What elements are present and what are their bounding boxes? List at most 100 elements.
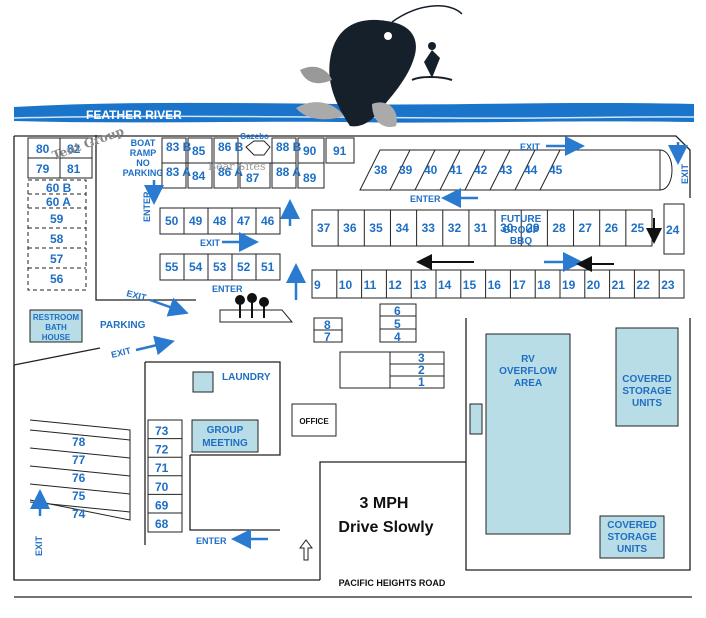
office-box: [291, 403, 337, 437]
site-11: 11: [364, 278, 377, 292]
tree-icons: [219, 293, 294, 323]
svg-text:GROUP: GROUP: [503, 225, 540, 236]
site-44: 44: [524, 163, 538, 177]
site-68: 68: [155, 517, 169, 531]
site-60b: 60 B: [46, 181, 72, 195]
site-47: 47: [237, 214, 251, 228]
bear-sites-label: Bear Sites: [208, 160, 266, 173]
site-5: 5: [394, 317, 401, 331]
site-8: 8: [324, 318, 331, 332]
site-56: 56: [50, 272, 64, 286]
site-85: 85: [192, 144, 206, 158]
site-74: 74: [72, 507, 86, 521]
site-43: 43: [499, 163, 513, 177]
site-33: 33: [422, 221, 436, 235]
site-41: 41: [449, 163, 463, 177]
site-73: 73: [155, 424, 169, 438]
site-38: 38: [374, 163, 388, 177]
site-10: 10: [339, 278, 353, 292]
svg-text:RESTROOM: RESTROOM: [33, 313, 80, 322]
svg-text:RV: RV: [521, 354, 535, 365]
svg-text:UNITS: UNITS: [632, 398, 662, 409]
svg-text:COVERED: COVERED: [622, 374, 671, 385]
roads: [13, 135, 691, 581]
site-42: 42: [474, 163, 488, 177]
site-48: 48: [213, 214, 227, 228]
site-70: 70: [155, 480, 169, 494]
site-50: 50: [165, 214, 179, 228]
site-86b: 86 B: [218, 140, 244, 154]
site-2: 2: [418, 363, 425, 377]
svg-text:GROUP: GROUP: [207, 425, 244, 436]
svg-text:ENTER: ENTER: [212, 284, 243, 294]
site-16: 16: [488, 278, 502, 292]
boat-row-sites: 83 B 86 B 88 B 90 91 83 A 84 86 A 87 88 …: [161, 132, 355, 189]
site-36: 36: [343, 221, 357, 235]
site-76: 76: [72, 471, 86, 485]
site-22: 22: [636, 278, 650, 292]
rv-overflow-box: [485, 333, 571, 535]
svg-text:EXIT: EXIT: [126, 288, 148, 303]
small-stacks: 8 7 6 5 4 3 2 1: [313, 303, 445, 389]
site-7: 7: [324, 330, 331, 344]
svg-text:ENTER: ENTER: [410, 194, 441, 204]
site-91: 91: [333, 144, 347, 158]
svg-text:EXIT: EXIT: [110, 345, 132, 360]
site-29: 29: [526, 221, 540, 235]
svg-text:COVERED: COVERED: [607, 520, 656, 531]
site-86a: 86 A: [218, 165, 243, 179]
office-label: OFFICE: [299, 417, 329, 426]
svg-text:RAMP: RAMP: [130, 148, 157, 158]
svg-text:EXIT: EXIT: [200, 238, 221, 248]
site-78: 78: [72, 435, 86, 449]
site-1: 1: [418, 375, 425, 389]
svg-text:BBQ: BBQ: [510, 236, 532, 247]
site-45: 45: [549, 163, 563, 177]
road-name: PACIFIC HEIGHTS ROAD: [339, 578, 446, 588]
svg-text:EXIT: EXIT: [680, 163, 690, 184]
site-34: 34: [395, 221, 409, 235]
svg-text:AREA: AREA: [514, 378, 542, 389]
site-18: 18: [537, 278, 551, 292]
laundry-label: LAUNDRY: [222, 372, 271, 383]
site-58: 58: [50, 232, 64, 246]
site-83a: 83 A: [166, 165, 191, 179]
storage-box-bottom: [599, 515, 665, 559]
site-55: 55: [165, 260, 179, 274]
site-87: 87: [246, 171, 260, 185]
site-17: 17: [512, 278, 526, 292]
site-90: 90: [303, 144, 317, 158]
site-82: 82: [67, 142, 81, 156]
svg-text:MEETING: MEETING: [202, 438, 248, 449]
site-13: 13: [413, 278, 427, 292]
svg-text:UNITS: UNITS: [617, 544, 647, 555]
site-49: 49: [189, 214, 203, 228]
drive-slowly: Drive Slowly: [338, 519, 433, 536]
storage-box-top: [615, 327, 679, 427]
traffic-markers: EXIT EXIT ENTER ENTER EXIT ENTER EXIT EX…: [30, 136, 690, 561]
svg-text:STORAGE: STORAGE: [607, 532, 657, 543]
gazebo-label: Gazebo: [240, 132, 269, 141]
fish-icon: [296, 5, 463, 128]
site-52: 52: [237, 260, 251, 274]
site-79: 79: [36, 162, 50, 176]
site-84: 84: [192, 169, 206, 183]
site-30: 30: [500, 221, 514, 235]
svg-text:ENTER: ENTER: [142, 191, 152, 222]
parking-label: PARKING: [100, 320, 146, 331]
site-80: 80: [36, 142, 50, 156]
site-15: 15: [463, 278, 477, 292]
site-3: 3: [418, 351, 425, 365]
entry-arrow-icon: [299, 539, 313, 561]
site-71: 71: [155, 461, 169, 475]
site-12: 12: [388, 278, 402, 292]
site-21: 21: [612, 278, 626, 292]
site-83b: 83 B: [166, 140, 192, 154]
site-37: 37: [317, 221, 331, 235]
site-89: 89: [303, 171, 317, 185]
